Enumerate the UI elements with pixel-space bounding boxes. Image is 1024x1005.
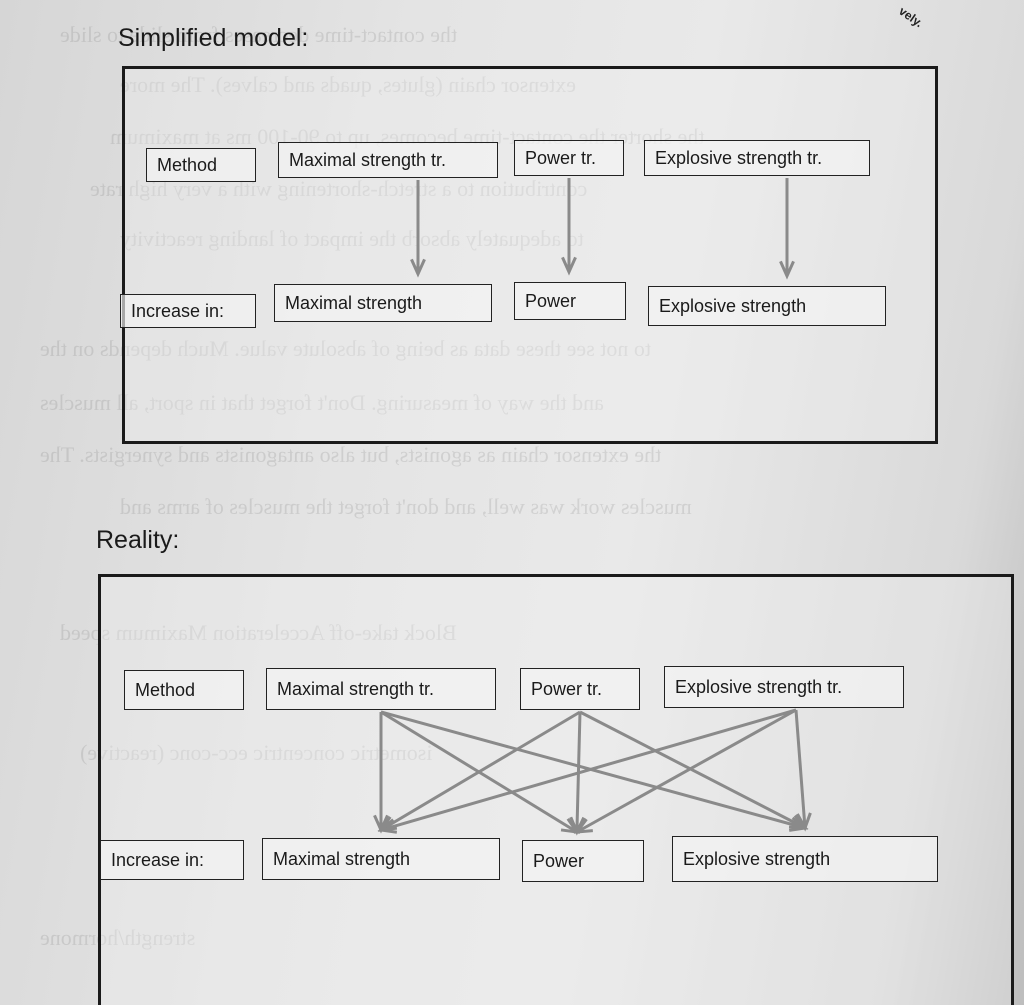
reality-method-explosive-strength-training: Explosive strength tr. [664, 666, 904, 708]
reality-panel [98, 574, 1014, 1005]
simplified-increase-label: Increase in: [120, 294, 256, 328]
simplified-method-label: Method [146, 148, 256, 182]
reality-outcome-maximal-strength: Maximal strength [262, 838, 500, 880]
reality-outcome-explosive-strength: Explosive strength [672, 836, 938, 882]
reality-outcome-power: Power [522, 840, 644, 882]
reality-increase-label: Increase in: [100, 840, 244, 880]
simplified-outcome-power: Power [514, 282, 626, 320]
simplified-method-explosive-strength-training: Explosive strength tr. [644, 140, 870, 176]
simplified-outcome-explosive-strength: Explosive strength [648, 286, 886, 326]
reality-method-maximal-strength-training: Maximal strength tr. [266, 668, 496, 710]
simplified-method-maximal-strength-training: Maximal strength tr. [278, 142, 498, 178]
reality-method-label: Method [124, 670, 244, 710]
reality-method-power-training: Power tr. [520, 668, 640, 710]
simplified-outcome-maximal-strength: Maximal strength [274, 284, 492, 322]
corner-text-fragment: vely. [896, 3, 926, 31]
simplified-model-heading: Simplified model: [118, 24, 309, 52]
simplified-method-power-training: Power tr. [514, 140, 624, 176]
reality-heading: Reality: [96, 526, 180, 554]
simplified-model-panel [122, 66, 938, 444]
